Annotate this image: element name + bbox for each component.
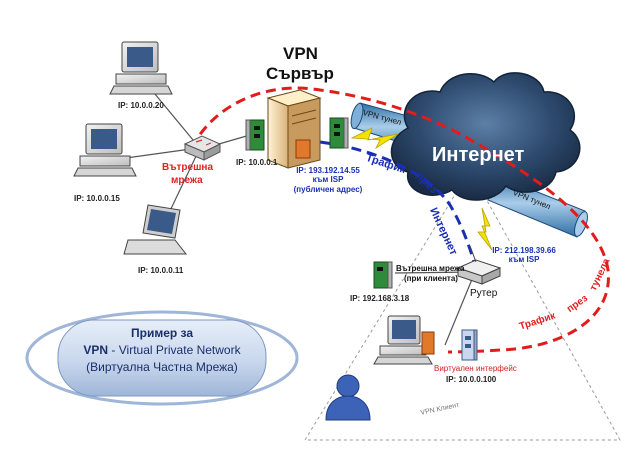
server-ip: IP: 10.0.0.1	[236, 158, 278, 167]
vpn-tunnel-arc	[190, 86, 610, 354]
caption-line1: Пример за	[130, 326, 194, 340]
caption-line3: (Виртуална Частна Мрежа)	[86, 360, 238, 374]
internet-traffic-path	[319, 140, 476, 263]
server-icon	[266, 89, 322, 169]
lightning-server-isp-icon	[350, 127, 399, 150]
isp-to: към ISP	[312, 175, 344, 184]
router-to: към ISP	[508, 255, 540, 264]
lightning-router-isp-icon	[477, 207, 493, 251]
isp-ip: IP: 193.192.14.55	[296, 166, 360, 175]
network-card-client-lan-icon	[373, 261, 393, 289]
internal-net-label-2: мрежа	[171, 175, 203, 186]
caption-vpn-rest: - Virtual Private Network	[108, 343, 241, 357]
router-icon	[456, 245, 502, 285]
client-lan-ip: IP: 192.168.3.18	[350, 294, 410, 303]
laptop-icon	[123, 204, 188, 255]
network-card-internal-icon	[245, 119, 265, 151]
network-card-external-icon	[329, 117, 349, 149]
cloud-label: Интернет	[432, 144, 525, 166]
laptop-ip: IP: 10.0.0.11	[138, 266, 184, 275]
router-ip: IP: 212.198.39.66	[492, 246, 556, 255]
client-lan-sub: (при клиента)	[404, 274, 458, 283]
pc1-ip: IP: 10.0.0.20	[118, 101, 164, 110]
server-title-line1: VPN	[283, 44, 318, 63]
switch-icon	[183, 135, 222, 161]
server-title-line2: Сървър	[266, 64, 334, 83]
pc2-ip: IP: 10.0.0.15	[74, 194, 120, 203]
client-lan-label: Вътрешна мрежа	[396, 264, 465, 273]
desktop-pc-icon	[109, 41, 173, 95]
desktop-pc-icon	[73, 123, 137, 177]
vpn-client-zone	[304, 169, 621, 441]
router-label: Рутер	[470, 288, 498, 299]
user-icon	[325, 374, 371, 421]
virtual-interface-icon	[461, 329, 478, 361]
isp-public: (публичен адрес)	[293, 185, 363, 194]
caption-ellipse	[25, 310, 299, 406]
client-pc-icon	[373, 315, 435, 365]
internet-cloud	[390, 72, 581, 201]
caption-line2: VPN - Virtual Private Network	[58, 343, 266, 357]
caption-vpn: VPN	[83, 343, 109, 357]
internal-net-label-1: Вътрешна	[162, 162, 214, 173]
virtual-interface-ip: IP: 10.0.0.100	[446, 375, 497, 384]
virtual-interface-label: Виртуален интерфейс	[434, 364, 517, 373]
